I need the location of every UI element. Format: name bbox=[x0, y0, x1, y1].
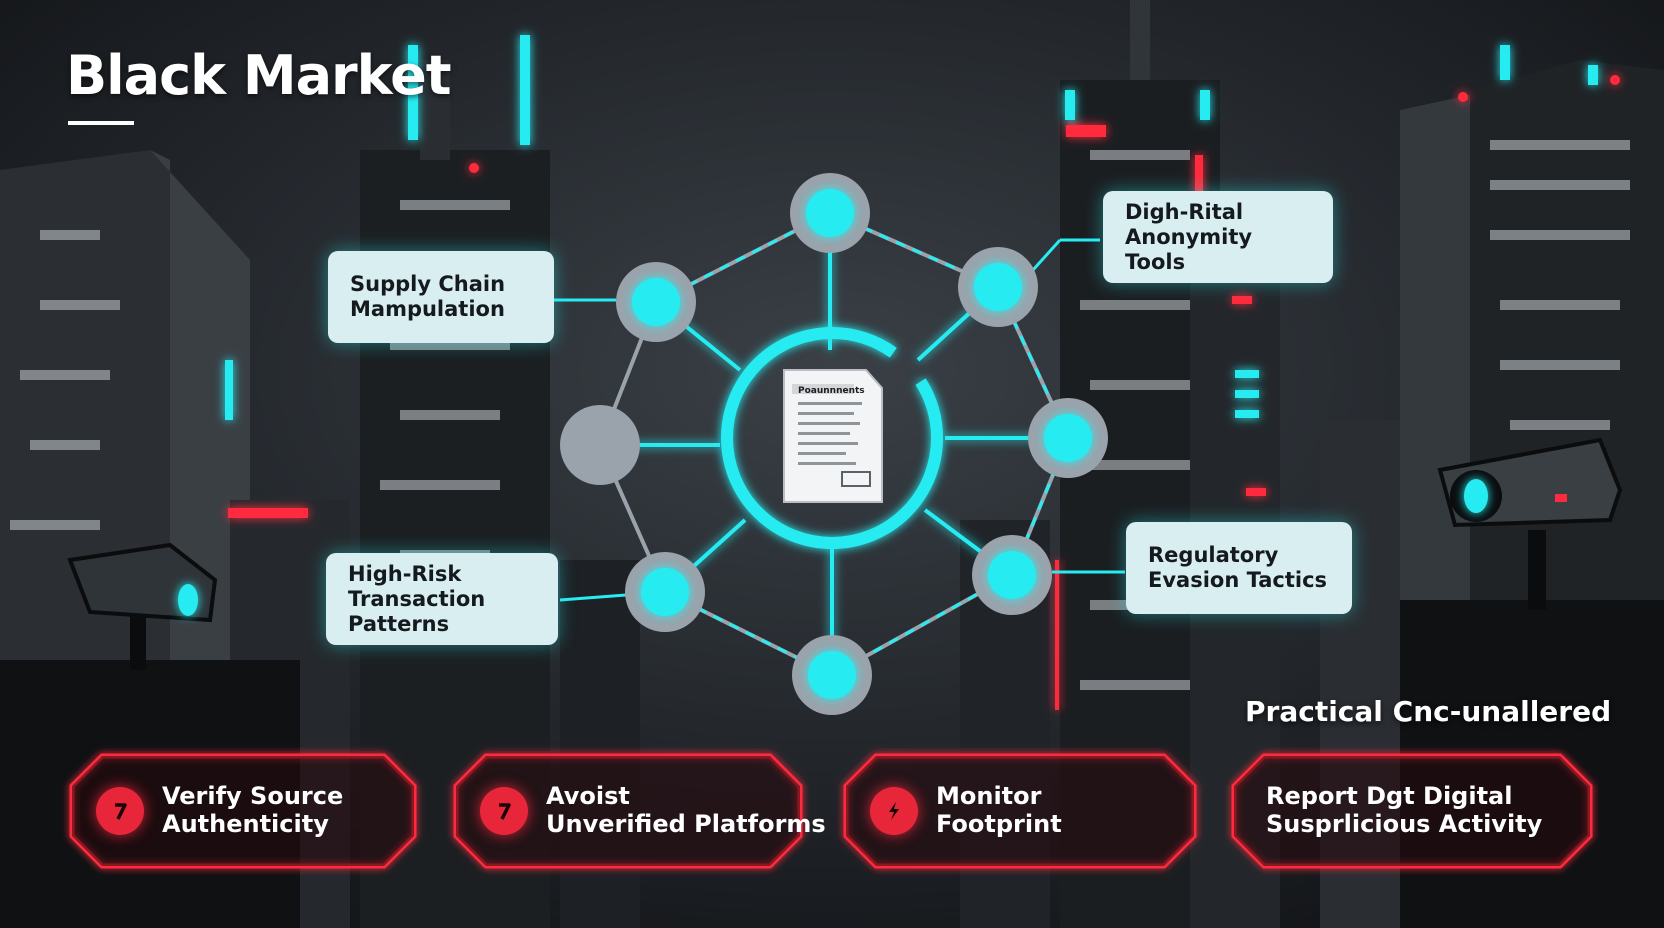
callout-line: Anonymity Tools bbox=[1125, 224, 1253, 274]
slash-icon bbox=[96, 787, 144, 835]
document-icon: Poaunnnents bbox=[783, 369, 883, 503]
button-label-line: Susprlicious Activity bbox=[1266, 810, 1543, 838]
title-underline bbox=[68, 121, 134, 125]
callout-line: Evasion Tactics bbox=[1148, 568, 1328, 592]
button-label-line: Authenticity bbox=[162, 810, 329, 838]
node-upper-left bbox=[616, 262, 696, 342]
callout-line: Regulatory bbox=[1148, 543, 1279, 567]
central-ring bbox=[721, 327, 943, 549]
callout-connectors bbox=[550, 238, 1125, 602]
document-title: Poaunnnents bbox=[798, 386, 865, 396]
button-label-line: Avoist bbox=[546, 782, 630, 810]
node-upper-right bbox=[958, 247, 1038, 327]
button-label-line: Footprint bbox=[936, 810, 1062, 838]
callout-line: Transaction Patterns bbox=[348, 586, 486, 636]
button-label-line: Monitor bbox=[936, 782, 1042, 810]
neon-accents bbox=[225, 35, 1620, 710]
network-nodes bbox=[560, 173, 1108, 715]
callout-line: Supply Chain bbox=[350, 272, 506, 296]
node-top bbox=[790, 173, 870, 253]
page-title: Black Market bbox=[66, 44, 452, 107]
node-bottom bbox=[792, 635, 872, 715]
node-lower-left bbox=[625, 552, 705, 632]
section-heading: Practical Cnc-unallered bbox=[1245, 695, 1612, 728]
button-label-line: Unverified Platforms bbox=[546, 810, 826, 838]
node-left bbox=[560, 405, 640, 485]
button-label-line: Verify Source bbox=[162, 782, 344, 810]
slash-icon bbox=[480, 787, 528, 835]
node-right bbox=[1028, 398, 1108, 478]
button-label-line: Report Dgt Digital bbox=[1266, 782, 1513, 810]
network-diagram: Poaunnnents bbox=[550, 173, 1125, 715]
lightning-icon bbox=[870, 787, 918, 835]
node-lower-right bbox=[972, 535, 1052, 615]
button-frame bbox=[1234, 756, 1590, 866]
callout-line: High-Risk bbox=[348, 561, 462, 586]
callout-line: Digh-Rital bbox=[1125, 199, 1244, 224]
callout-line: Mampulation bbox=[350, 297, 505, 321]
